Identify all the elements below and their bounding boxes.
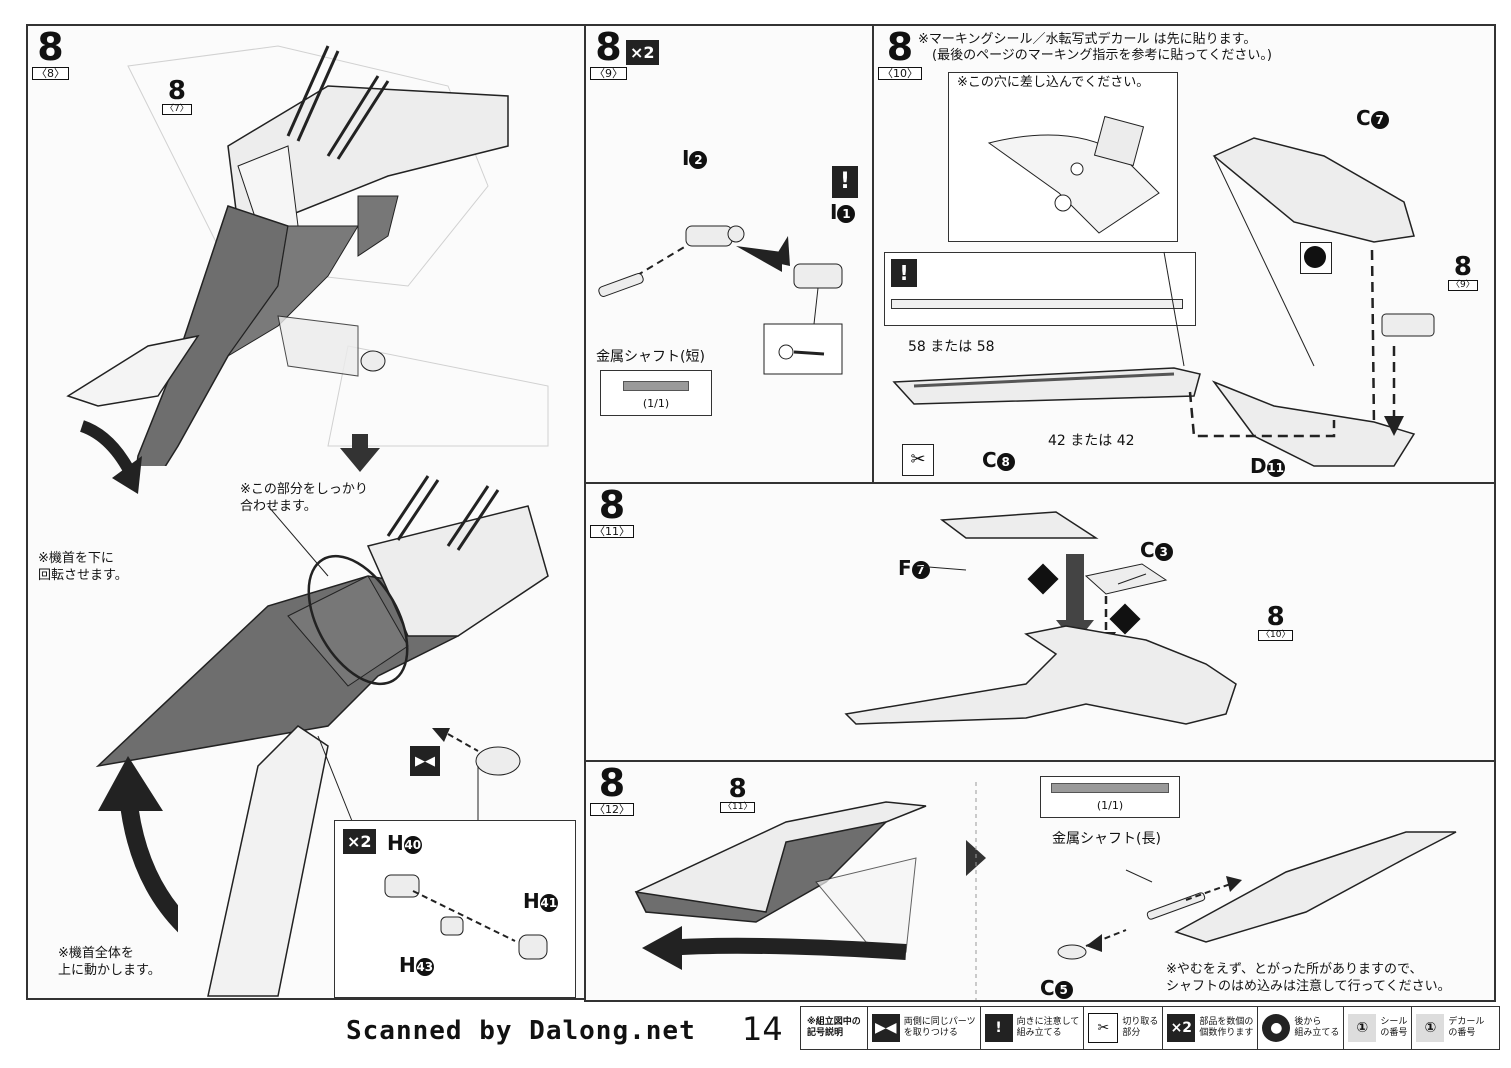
cut-icon: ✂ — [902, 444, 934, 476]
move-up-arrow — [98, 756, 178, 933]
note-marking-reference: (最後のページのマーキング指示を参考に貼ってください。) — [932, 48, 1272, 63]
decal-icon: ① — [1416, 1014, 1445, 1042]
panel-step-8-8: 8 〈8〉 8 〈7〉 ※機首を下に 回転させます。 — [26, 24, 586, 1000]
caution-icon: ! — [891, 259, 917, 287]
step-number: 8 〈8〉 — [32, 28, 69, 80]
ref-step-badge: 8 〈11〉 — [720, 776, 756, 813]
inset-caution: ! — [884, 252, 1196, 326]
caution-icon: ! — [832, 166, 858, 198]
hole-drawing — [987, 115, 1160, 234]
ref-step-badge: 8 〈9〉 — [1448, 254, 1478, 291]
panel-step-8-10: 8 〈10〉 ※マーキングシール／水転写式デカール は先に貼ります。 (最後のペ… — [872, 24, 1496, 484]
step-number: 8 〈11〉 — [590, 486, 634, 538]
back-assembly-icon — [1300, 242, 1332, 274]
note-move-nose-up: ※機首全体を 上に動かします。 — [58, 946, 161, 978]
symmetric-parts-icon: ▶◀ — [410, 746, 440, 776]
multiply-icon: ×2 — [1167, 1014, 1196, 1042]
i-parts-drawing — [598, 225, 843, 375]
cut-icon: ✂ — [1088, 1013, 1119, 1043]
h-parts-drawing — [384, 874, 548, 960]
note-rotate-nose-down: ※機首を下に 回転させます。 — [38, 551, 128, 583]
sticker-58-label: 58 または 58 — [908, 339, 995, 355]
ref-step-badge: 8 〈10〉 — [1258, 604, 1294, 641]
count-badge: ×2 — [343, 829, 376, 854]
note-fit-tightly: ※この部分をしっかり 合わせます。 — [240, 482, 368, 514]
ref-step-badge: 8 〈7〉 — [162, 78, 192, 115]
part-label-h41: H41 — [523, 889, 558, 913]
inset-h-parts: ×2 H40 H41 H43 — [334, 820, 576, 998]
fighter-illustration-bottom — [95, 475, 549, 997]
note-marking-first: ※マーキングシール／水転写式デカール は先に貼ります。 — [918, 32, 1257, 47]
legend-item-back: ● 後から 組み立てる — [1258, 1007, 1345, 1049]
symbol-legend: ※組立図中の 記号説明 ▶◀ 両側に同じパーツ を取りつける ! 向きに注意して… — [800, 1006, 1500, 1050]
fighter-illustration-top — [66, 45, 549, 466]
symmetric-parts-icon: ▶◀ — [871, 1014, 900, 1042]
legend-item-decal: ① デカール の番号 — [1412, 1007, 1488, 1049]
legend-item-sticker: ① シール の番号 — [1344, 1007, 1413, 1049]
note-insert-hole: ※この穴に差し込んでください。 — [957, 75, 1150, 90]
legend-item-cut: ✂ 切り取る 部分 — [1084, 1007, 1164, 1049]
scan-credit: Scanned by Dalong.net — [346, 1016, 696, 1046]
part-label-d11: D11 — [1250, 454, 1285, 478]
step-number: 8 〈10〉 — [878, 28, 922, 80]
step-number: 8 〈9〉 — [590, 28, 627, 80]
page-number: 14 — [742, 1010, 783, 1048]
note-shaft-caution: ※やむをえず、とがった所がありますので、 シャフトのはめ込みは注意して行ってくだ… — [1166, 962, 1451, 994]
wing-parts-drawing — [892, 137, 1435, 467]
count-badge: ×2 — [626, 40, 659, 65]
caution-icon: ! — [984, 1014, 1013, 1042]
inset-hole: ※この穴に差し込んでください。 — [948, 72, 1178, 242]
shaft-short-box: (1/1) — [600, 370, 712, 416]
shaft-label-long: 金属シャフト(長) — [1052, 831, 1161, 847]
sticker-42-label: 42 または 42 — [1048, 433, 1135, 449]
full-fighter-drawing — [634, 782, 1457, 1000]
legend-item-caution: ! 向きに注意して 組み立てる — [981, 1007, 1085, 1049]
sticker-icon: ① — [1348, 1014, 1377, 1042]
fuselage-assembly-drawing — [844, 511, 1237, 725]
shaft-long-box: (1/1) — [1040, 776, 1180, 818]
step-number: 8 〈12〉 — [590, 764, 634, 816]
legend-item-symmetric: ▶◀ 両側に同じパーツ を取りつける — [868, 1007, 981, 1049]
part-label-h43: H43 — [399, 953, 434, 977]
legend-title: ※組立図中の 記号説明 — [801, 1007, 868, 1049]
down-step-arrow — [340, 434, 380, 472]
part-label-h40: H40 — [387, 831, 422, 855]
rotate-down-arrow — [79, 420, 142, 494]
shaft-label-short: 金属シャフト(短) — [596, 349, 705, 365]
back-assembly-icon: ● — [1262, 1014, 1291, 1042]
legend-item-multiply: ×2 部品を数個の 個数作ります — [1163, 1007, 1259, 1049]
